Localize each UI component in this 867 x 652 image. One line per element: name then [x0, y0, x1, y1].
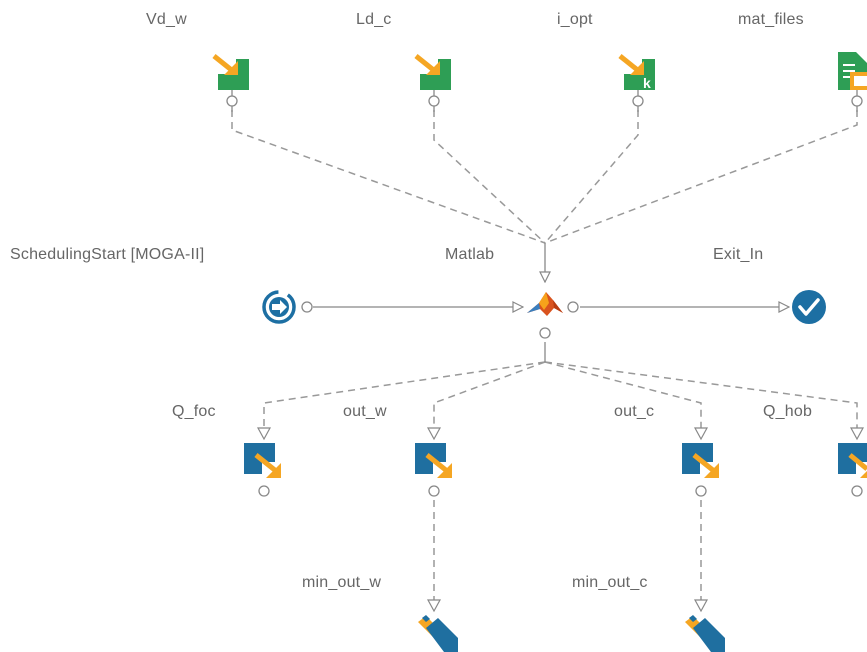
link-q-foc	[263, 361, 546, 428]
link-ld-c	[433, 110, 546, 244]
check-exit-icon	[792, 290, 826, 324]
output-variable-node-q-hob[interactable]	[838, 443, 867, 497]
constant-input-node-i-opt[interactable]: k	[618, 54, 655, 112]
arrowhead-q-hob	[849, 427, 865, 441]
output-port[interactable]	[226, 95, 238, 107]
link-out-c	[544, 361, 702, 428]
input-variable-icon	[212, 54, 249, 90]
output-data-links	[263, 361, 858, 600]
output-variable-node-q-foc[interactable]	[244, 443, 282, 497]
input-label-i-opt: i_opt	[557, 11, 593, 28]
solver-label: Matlab	[445, 246, 495, 263]
input-port[interactable]	[567, 301, 579, 313]
input-file-icon	[838, 52, 867, 90]
matlab-icon	[527, 292, 563, 316]
output-port[interactable]	[695, 485, 707, 497]
link-out-w	[433, 361, 546, 428]
output-label-q-foc: Q_foc	[172, 403, 216, 420]
link-q-hob	[544, 361, 858, 428]
input-label-mat-files: mat_files	[738, 11, 804, 28]
scheduler-start-icon	[262, 290, 296, 324]
arrowhead-min-out-c	[693, 599, 709, 613]
output-port[interactable]	[301, 301, 313, 313]
scheduler-node[interactable]	[262, 290, 313, 324]
objective-minimize-icon	[418, 615, 458, 652]
output-port[interactable]	[851, 95, 863, 107]
objective-minimize-icon	[685, 615, 725, 652]
input-data-links	[231, 110, 858, 244]
link-vd-w	[231, 110, 546, 244]
output-variable-icon	[682, 443, 720, 480]
input-variable-icon	[414, 54, 451, 90]
objective-label-min-out-c: min_out_c	[572, 574, 648, 591]
exit-label: Exit_In	[713, 246, 764, 263]
output-port[interactable]	[258, 485, 270, 497]
output-variable-node-out-w[interactable]	[415, 443, 453, 497]
arrowhead-out-c	[693, 427, 709, 441]
objective-node-min-out-c[interactable]	[685, 615, 725, 652]
arrowhead-q-foc	[256, 427, 272, 441]
input-variable-node-vd-w[interactable]	[212, 54, 249, 112]
output-label-q-hob: Q_hob	[763, 403, 813, 420]
output-port[interactable]	[851, 485, 863, 497]
input-file-node-mat-files[interactable]	[838, 52, 867, 112]
scheduler-label: SchedulingStart [MOGA-II]	[10, 246, 205, 263]
arrowhead-min-out-w	[426, 599, 442, 613]
output-label-out-c: out_c	[614, 403, 655, 420]
input-label-ld-c: Ld_c	[356, 11, 392, 28]
output-label-out-w: out_w	[343, 403, 387, 420]
arrowhead-out-w	[426, 427, 442, 441]
constant-input-icon: k	[618, 54, 655, 91]
objective-node-min-out-w[interactable]	[418, 615, 458, 652]
input-label-vd-w: Vd_w	[146, 11, 187, 28]
svg-text:k: k	[643, 75, 651, 91]
output-port[interactable]	[428, 485, 440, 497]
output-variable-icon	[244, 443, 282, 480]
data-output-port[interactable]	[539, 327, 551, 339]
link-mat-files	[544, 110, 858, 244]
input-variable-node-ld-c[interactable]	[414, 54, 451, 112]
output-variable-icon	[415, 443, 453, 480]
output-port[interactable]	[428, 95, 440, 107]
output-variable-icon	[838, 443, 867, 480]
output-port[interactable]	[632, 95, 644, 107]
matlab-node[interactable]	[527, 292, 579, 339]
exit-node[interactable]	[792, 290, 826, 324]
output-arrowheads	[256, 427, 865, 613]
link-i-opt	[544, 110, 639, 244]
output-variable-node-out-c[interactable]	[682, 443, 720, 497]
objective-label-min-out-w: min_out_w	[302, 574, 382, 591]
